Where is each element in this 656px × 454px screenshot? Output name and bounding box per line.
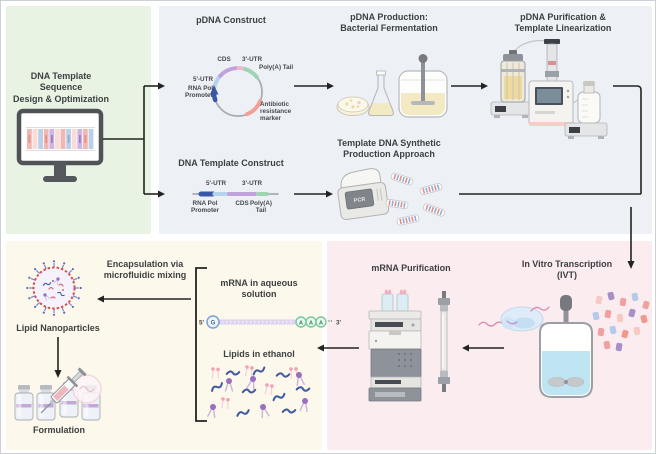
arrow-fermentation-to-purification xyxy=(451,82,488,90)
plasmid-promoter-label: RNA Pol Promoter xyxy=(185,85,213,100)
fermentation-icons xyxy=(336,54,448,118)
bioreactor-flask-icon xyxy=(398,54,448,118)
ivt-bioreactor-icon xyxy=(539,295,593,398)
plasmid-antibiotic-label: Antibiotic resistance marker xyxy=(260,101,292,123)
dna-fragments-icon xyxy=(384,171,447,227)
plasmid-polya-label: Poly(A) Tail xyxy=(259,64,294,71)
dna-template-construct-title: DNA Template Construct xyxy=(178,158,284,168)
design-title: DNA Template Sequence Design & Optimizat… xyxy=(12,71,109,104)
polya-a3-label: A xyxy=(319,321,324,327)
polya-a2-label: A xyxy=(309,321,314,327)
flask-icon xyxy=(368,70,394,117)
elbow-connector xyxy=(459,85,642,269)
construct-cds-label: CDS xyxy=(235,200,249,207)
arrow-purification-to-mixing xyxy=(317,344,359,352)
branch-arrows xyxy=(103,82,165,198)
pdna-production-title: pDNA Production: Bacterial Fermentation xyxy=(340,12,438,34)
plasmid-utr5-label: 5'-UTR xyxy=(192,76,213,83)
construct-polya-label: Poly(A) Tail xyxy=(249,200,273,215)
lipids-scatter-icon xyxy=(207,364,311,419)
mrna-aqueous-title: mRNA in aqueous solution xyxy=(220,278,298,300)
arrow-lnp-to-formulation xyxy=(54,337,62,378)
pcr-machine-label: PCR xyxy=(353,197,365,205)
ellipsis-label: ·· xyxy=(328,319,333,326)
lipids-ethanol-title: Lipids in ethanol xyxy=(223,349,295,359)
monitor-icon xyxy=(16,108,104,182)
lnp-faint-icon xyxy=(72,374,102,404)
cap-g-label: G xyxy=(211,321,216,327)
chromatography-column-icon xyxy=(438,291,450,392)
construct-utr5-label: 5'-UTR xyxy=(205,180,227,187)
plasmid-utr3-label: 3'-UTR xyxy=(241,56,263,63)
purification-equipment-icon xyxy=(490,39,608,139)
construct-utr3-label: 3'-UTR xyxy=(241,180,263,187)
arrow-ivt-to-purification xyxy=(462,344,504,352)
pcr-machine-icon: PCR xyxy=(337,168,390,221)
pdna-construct-title: pDNA Construct xyxy=(196,15,266,25)
rna-polymerase-icon xyxy=(478,306,550,332)
formulation-label: Formulation xyxy=(33,425,85,435)
arrow-construct-to-fermentation xyxy=(294,82,334,90)
arrow-construct-to-pcr xyxy=(294,190,333,198)
plasmid-icon xyxy=(210,66,263,117)
arrow-encapsulation xyxy=(97,295,191,303)
ivt-title: In Vitro Transcription (IVT) xyxy=(521,259,613,281)
polya-a1-label: A xyxy=(299,321,304,327)
formulation-icons xyxy=(14,367,102,421)
encapsulation-title: Encapsulation via microfluidic mixing xyxy=(103,259,187,281)
five-prime-label: 5' xyxy=(199,320,205,327)
cap-g-circle xyxy=(206,315,220,329)
pdna-purification-title: pDNA Purification & Template Linearizati… xyxy=(514,12,612,34)
lnp-icon xyxy=(25,259,83,317)
lnp-label: Lipid Nanoparticles xyxy=(16,323,100,333)
three-prime-label: 3' xyxy=(336,320,342,327)
hplc-system-icon xyxy=(368,289,422,402)
mixing-inputs-bracket xyxy=(195,267,207,422)
dna-sequence-strip xyxy=(27,129,94,149)
mrna-purification-title: mRNA Purification xyxy=(371,263,451,273)
nucleotides-icon xyxy=(592,291,650,352)
mrna-strand-diagram: 5' G A A A ·· 3' xyxy=(199,315,342,329)
construct-promoter-label: RNA Pol Promoter xyxy=(191,200,219,215)
plasmid-cds-label: CDS xyxy=(217,56,231,63)
synthetic-production-title: Template DNA Synthetic Production Approa… xyxy=(337,138,441,160)
petri-dish-icon xyxy=(336,96,370,116)
